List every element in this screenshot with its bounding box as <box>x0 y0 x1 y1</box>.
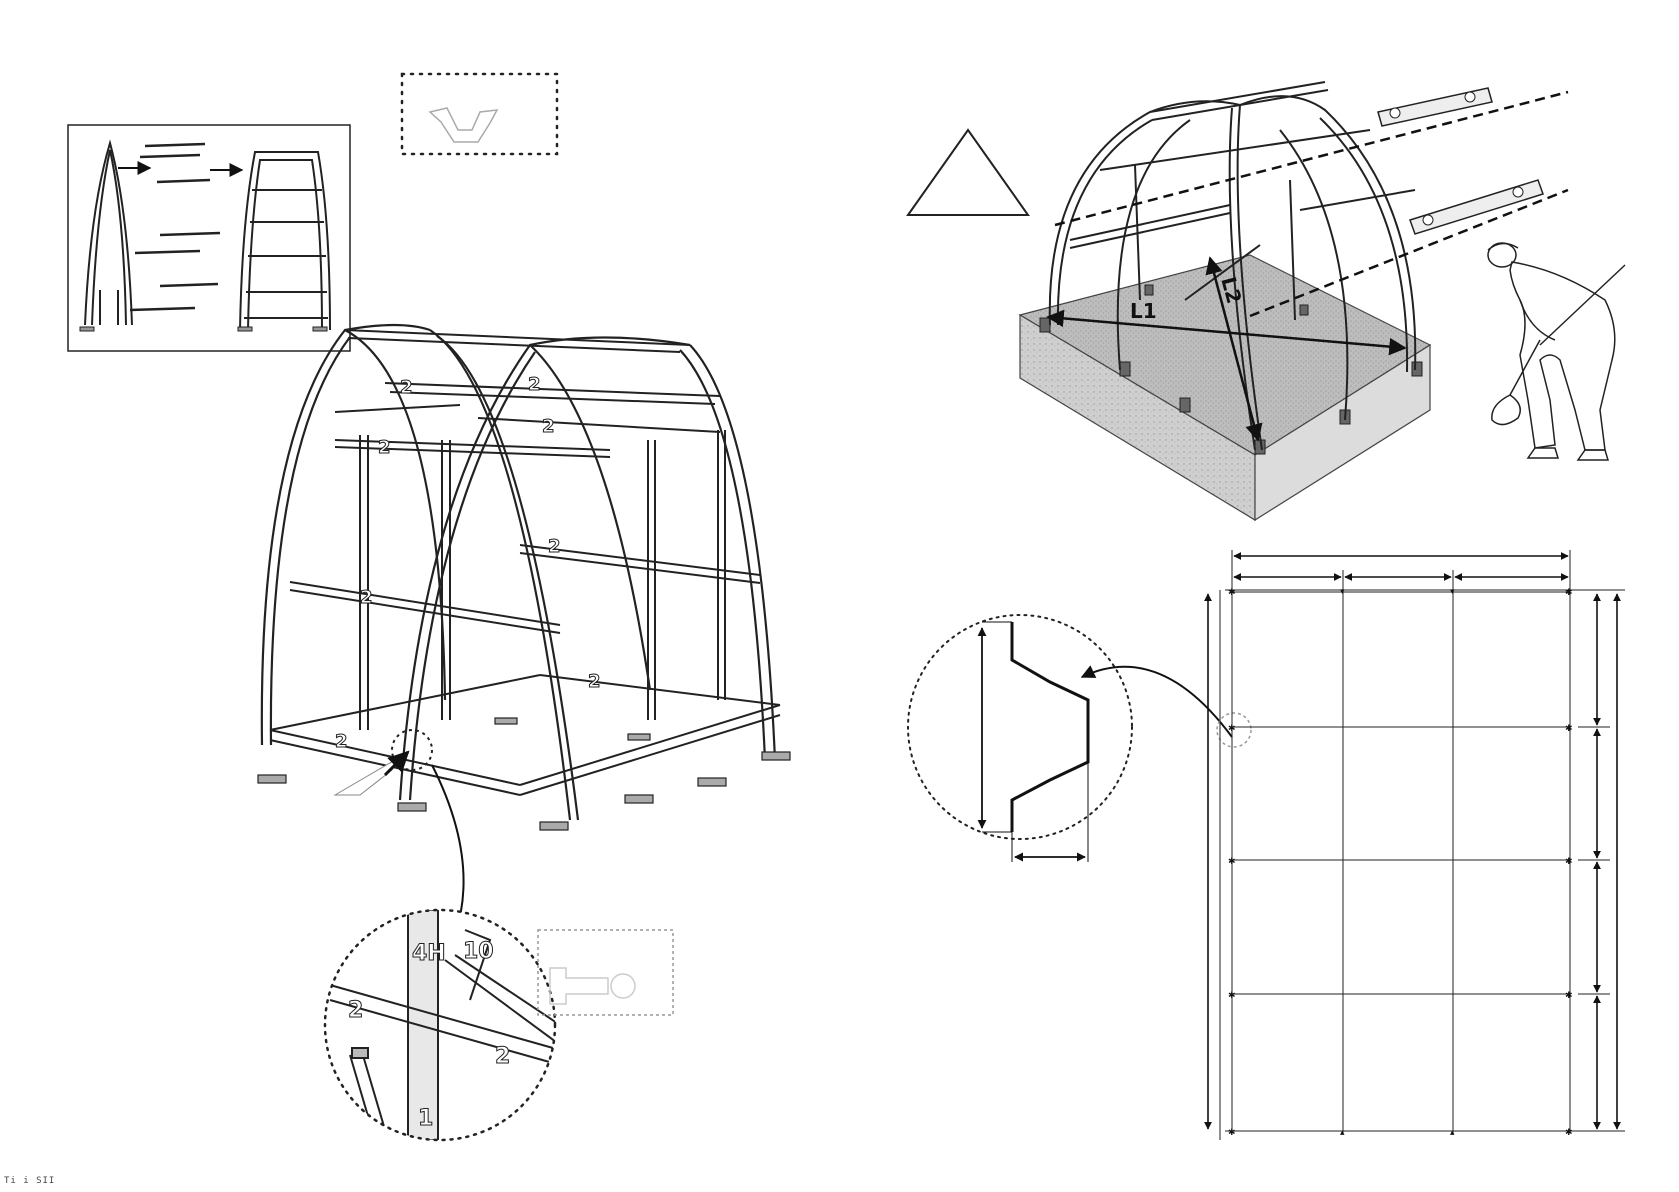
svg-text:▾: ▾ <box>1450 587 1455 597</box>
zoom-label-right: 2 <box>495 1044 510 1069</box>
greenhouse-frame-drawing: 2 2 2 2 2 2 2 2 <box>258 325 790 935</box>
svg-text:✱: ✱ <box>1228 991 1236 1001</box>
svg-text:✱: ✱ <box>1565 724 1573 734</box>
svg-text:✱: ✱ <box>1228 588 1236 598</box>
frame-label-2: 2 <box>528 374 541 395</box>
foundation-plan: ✱ ✱ ✱ ✱ ✱ ✱ ✱ ✱ ✱ ✱ ▾ ▾ ▴ ▴ <box>1208 550 1625 1140</box>
footer-text: Ti i SII <box>4 1176 55 1186</box>
level-line-lower <box>1250 190 1568 316</box>
svg-text:✱: ✱ <box>1565 857 1573 867</box>
profile-detail-box <box>402 74 557 154</box>
zoom-label-top: 4H <box>412 941 446 966</box>
svg-text:▾: ▾ <box>1340 587 1345 597</box>
svg-text:▴: ▴ <box>1450 1128 1455 1138</box>
frame-label-6: 2 <box>360 587 373 608</box>
worker-with-shovel-figure <box>1488 243 1625 460</box>
svg-text:✱: ✱ <box>1228 724 1236 734</box>
svg-text:✱: ✱ <box>1228 1128 1236 1138</box>
curved-arrow-icon <box>1082 667 1232 737</box>
frame-label-7: 2 <box>588 671 601 692</box>
svg-text:✱: ✱ <box>1565 991 1573 1001</box>
frame-label-3: 2 <box>378 437 391 458</box>
zoom-label-bottom: 1 <box>418 1106 433 1131</box>
warning-triangle-icon <box>908 130 1028 215</box>
svg-text:✱: ✱ <box>1565 1128 1573 1138</box>
frame-label-1: 2 <box>400 377 413 398</box>
spirit-level-icon <box>1378 88 1492 126</box>
zoom-label-top-right: 10 <box>463 939 494 964</box>
greenhouse-on-foundation: L1 L2 <box>1020 82 1568 520</box>
frame-label-4: 2 <box>542 416 555 437</box>
arch-assembly-inset <box>68 125 350 351</box>
bolt-detail-box <box>538 930 673 1015</box>
svg-text:✱: ✱ <box>1565 588 1573 598</box>
joint-zoom-circle: 4H 10 2 2 1 <box>325 910 560 1140</box>
frame-label-5: 2 <box>548 536 561 557</box>
frame-label-8: 2 <box>335 731 348 752</box>
svg-text:✱: ✱ <box>1228 857 1236 867</box>
diagonal-label-l1: L1 <box>1130 299 1157 323</box>
zoom-label-left: 2 <box>348 998 363 1023</box>
svg-text:▴: ▴ <box>1340 1128 1345 1138</box>
profile-zoom-circle <box>908 615 1251 862</box>
